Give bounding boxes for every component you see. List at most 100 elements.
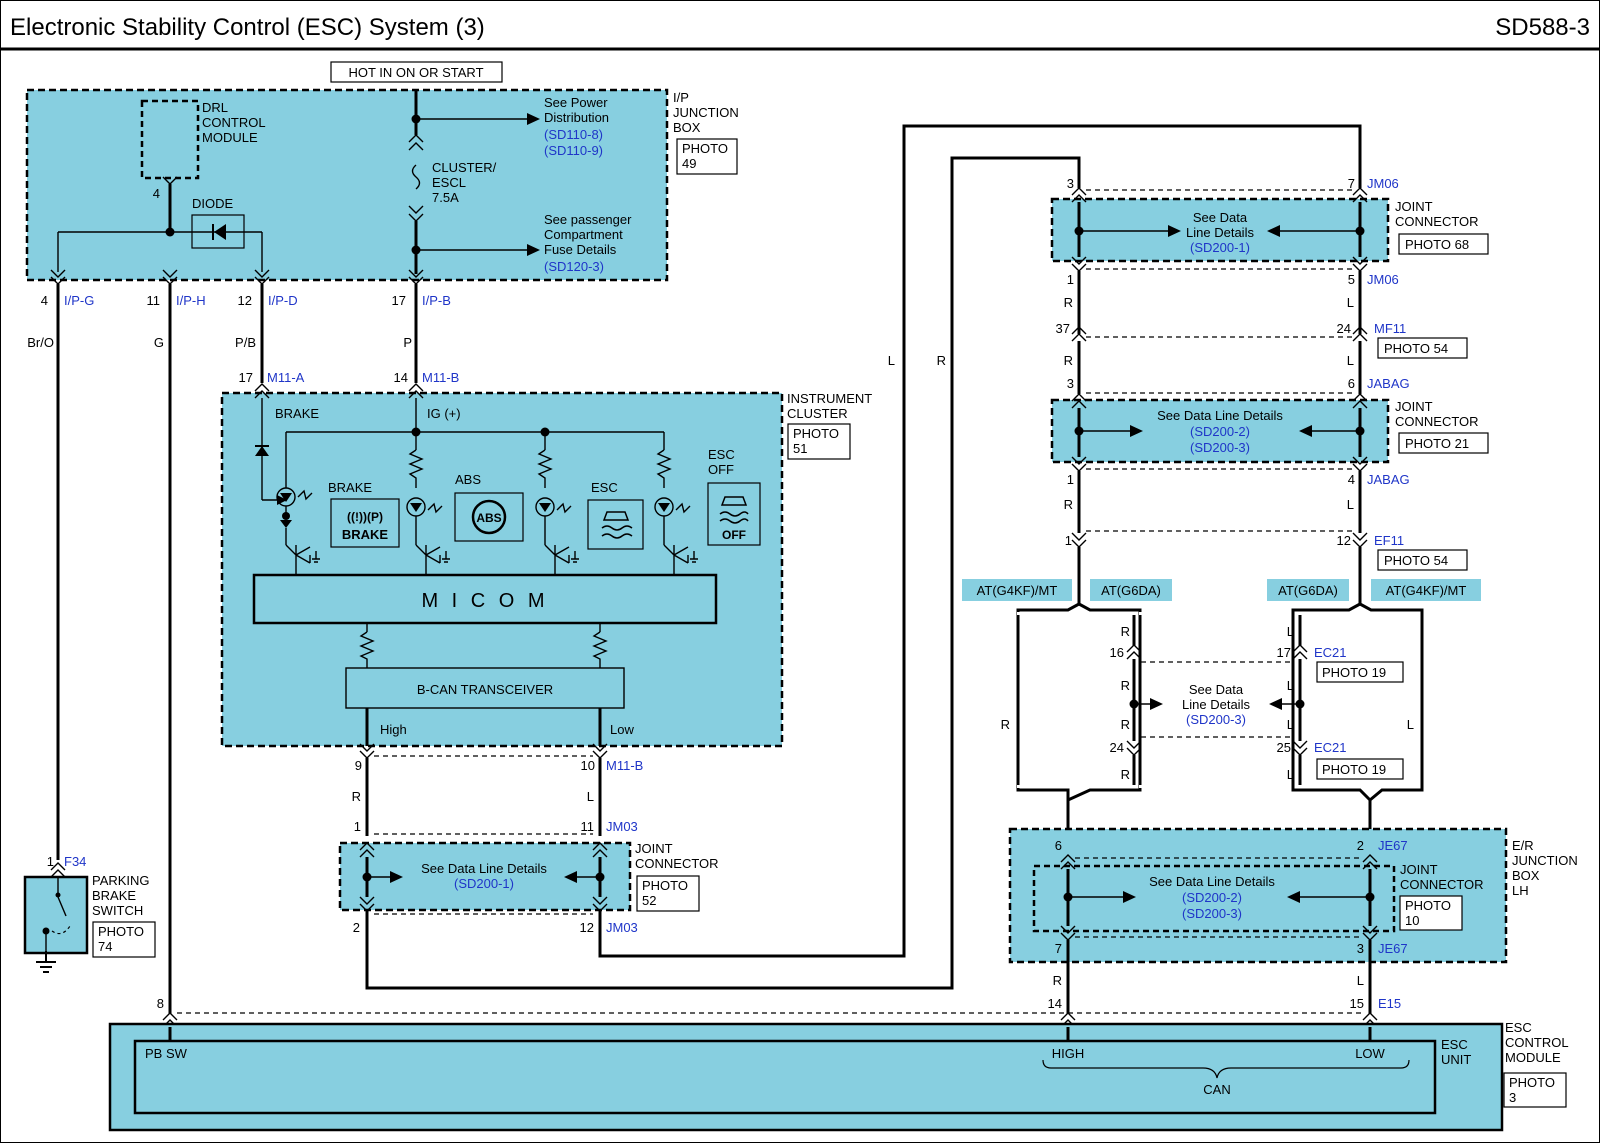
warning-lamps xyxy=(276,487,674,517)
ec21-pin-25: 25 xyxy=(1277,740,1291,755)
mf11-photo[interactable]: PHOTO 54 xyxy=(1384,341,1448,356)
jm06-photo[interactable]: PHOTO 68 xyxy=(1405,237,1469,252)
ec21-photo-top[interactable]: PHOTO 19 xyxy=(1322,665,1386,680)
pass-comp-ref[interactable]: (SD120-3) xyxy=(544,259,604,274)
wire-color-g: G xyxy=(154,335,164,350)
ipb-conn[interactable]: I/P-B xyxy=(422,293,451,308)
ipd-pin: 12 xyxy=(238,293,252,308)
jm06-bottom-pin-1: 1 xyxy=(1067,272,1074,287)
wire-r-ec-1: R xyxy=(1121,624,1130,639)
jm03-bottom-conn[interactable]: JM03 xyxy=(606,920,638,935)
wire-color-brio: Br/O xyxy=(27,335,54,350)
page-id: SD588-3 xyxy=(1495,14,1590,41)
er-ref-1[interactable]: (SD200-2) xyxy=(1182,890,1242,905)
svg-text:((!))(P): ((!))(P) xyxy=(347,510,383,524)
jm06-ref[interactable]: (SD200-1) xyxy=(1190,240,1250,255)
wire-l-g4kf: L xyxy=(1407,717,1414,732)
er-joint-connector xyxy=(1032,864,1396,933)
ipd-conn[interactable]: I/P-D xyxy=(268,293,298,308)
esc-conn[interactable]: E15 xyxy=(1378,996,1401,1011)
ec21-ref[interactable]: (SD200-3) xyxy=(1186,712,1246,727)
ec21-pin-17: 17 xyxy=(1277,645,1291,660)
cluster-out-conn[interactable]: M11-B xyxy=(606,758,643,773)
ec21-conn-bottom[interactable]: EC21 xyxy=(1314,740,1347,755)
wire-l-3: L xyxy=(1347,497,1354,512)
power-ref-1[interactable]: (SD110-8) xyxy=(544,127,603,142)
f34-conn[interactable]: F34 xyxy=(64,854,86,869)
f34-pin: 1 xyxy=(47,854,54,869)
jm06-bottom-conn[interactable]: JM06 xyxy=(1367,272,1399,287)
jm06-top-pin-7: 7 xyxy=(1348,176,1355,191)
micom-block xyxy=(252,573,718,625)
cluster-out-pin-9: 9 xyxy=(355,758,362,773)
wire-l-ec-2: L xyxy=(1287,678,1294,693)
joint-connector-jm06 xyxy=(1050,197,1390,263)
ipg-conn[interactable]: I/P-G xyxy=(64,293,94,308)
je67-top-pin-6: 6 xyxy=(1055,838,1062,853)
je67-bottom-conn[interactable]: JE67 xyxy=(1378,941,1408,956)
wire-l-route: L xyxy=(888,353,895,368)
jabag-ref-2[interactable]: (SD200-3) xyxy=(1190,440,1250,455)
jabag-photo[interactable]: PHOTO 21 xyxy=(1405,436,1469,451)
low-label: Low xyxy=(610,722,634,737)
cluster-conn-a[interactable]: M11-A xyxy=(267,370,305,385)
esc-pin-15: 15 xyxy=(1350,996,1364,1011)
esc-pin-14: 14 xyxy=(1048,996,1062,1011)
cluster-pin-a: 17 xyxy=(239,370,253,385)
wire-r-3: R xyxy=(1064,497,1073,512)
jabag-bottom-conn[interactable]: JABAG xyxy=(1367,472,1410,487)
mf11-conn[interactable]: MF11 xyxy=(1374,321,1406,336)
wire-r-1: R xyxy=(1064,295,1073,310)
esc-lamp-label: ESC xyxy=(591,480,618,495)
jm03-top-conn[interactable]: JM03 xyxy=(606,819,638,834)
power-ref-2[interactable]: (SD110-9) xyxy=(544,143,603,158)
wire-color-pb: P/B xyxy=(235,335,256,350)
jm03-ref[interactable]: (SD200-1) xyxy=(454,876,514,891)
esc-pin-8: 8 xyxy=(157,996,164,1011)
jm06-top-pin-3: 3 xyxy=(1067,176,1074,191)
jm03-bottom-pin-2: 2 xyxy=(353,920,360,935)
cluster-conn-b[interactable]: M11-B xyxy=(422,370,459,385)
wire-r-g4kf: R xyxy=(1001,717,1010,732)
esc-off-icon xyxy=(707,482,761,546)
transceiver-label: B-CAN TRANSCEIVER xyxy=(417,682,553,697)
esc-warning-icon xyxy=(587,499,644,550)
can-label: CAN xyxy=(1203,1082,1230,1097)
ec21-conn-top[interactable]: EC21 xyxy=(1314,645,1347,660)
jm06-top-conn[interactable]: JM06 xyxy=(1367,176,1399,191)
svg-text:BRAKE: BRAKE xyxy=(342,527,389,542)
je67-top-conn[interactable]: JE67 xyxy=(1378,838,1408,853)
jm03-see-details: See Data Line Details xyxy=(421,861,547,876)
high-label: High xyxy=(380,722,407,737)
drl-pin: 4 xyxy=(153,186,160,201)
iph-conn[interactable]: I/P-H xyxy=(176,293,206,308)
jabag-top-conn[interactable]: JABAG xyxy=(1367,376,1410,391)
ef11-photo[interactable]: PHOTO 54 xyxy=(1384,553,1448,568)
wire-r-cluster: R xyxy=(352,789,361,804)
jabag-ref-1[interactable]: (SD200-2) xyxy=(1190,424,1250,439)
er-ref-2[interactable]: (SD200-3) xyxy=(1182,906,1242,921)
cluster-out-pin-10: 10 xyxy=(581,758,595,773)
wire-r-route: R xyxy=(937,353,946,368)
ec21-photo-bottom[interactable]: PHOTO 19 xyxy=(1322,762,1386,777)
jm03-top-pin-11: 11 xyxy=(581,819,595,834)
wire-r-ec-4: R xyxy=(1121,767,1130,782)
ef11-conn[interactable]: EF11 xyxy=(1374,533,1404,548)
wire-r-esc: R xyxy=(1053,973,1062,988)
